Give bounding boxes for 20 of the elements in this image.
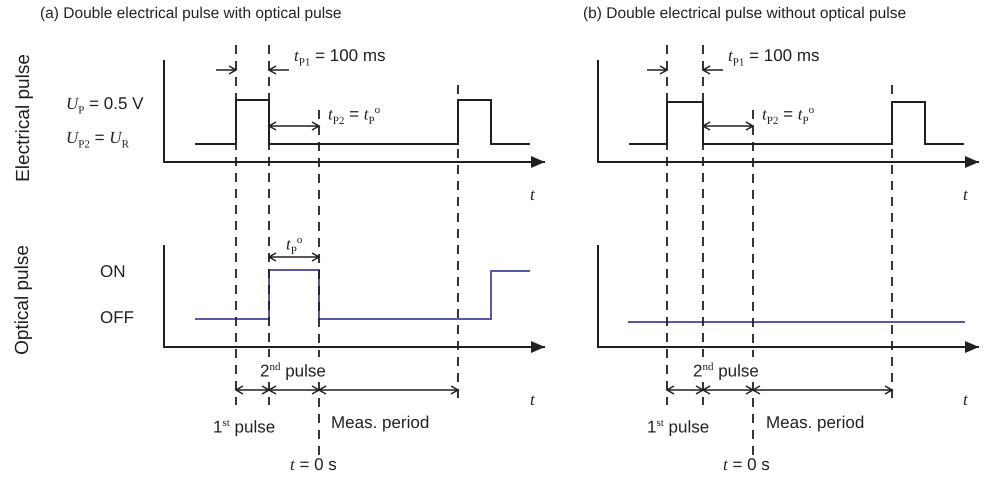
panel-title: (a) Double electrical pulse with optical pulse (40, 4, 342, 24)
phase-label: Meas. period (329, 413, 432, 433)
phase-label: Meas. period (764, 413, 866, 433)
time-label: t = 0 s (290, 455, 337, 475)
phase-label: 2$^{nd}$ pulse (258, 357, 328, 382)
level-label: ON (100, 262, 126, 282)
level-label: U$_{P}$ = 0.5 V (66, 94, 144, 118)
axis-title: Electrical pulse (14, 54, 34, 182)
duration-label: t$_{P1}$ = 100 ms (294, 46, 386, 70)
time-label: t = 0 s (723, 455, 770, 475)
duration-label: t$_{P1}$ = 100 ms (728, 46, 820, 70)
level-label: U$_{P2}$ = U$_{R}$ (66, 128, 129, 152)
panel-title: (b) Double electrical pulse without optical pulse (583, 4, 906, 24)
level-label: OFF (100, 308, 134, 328)
axis-label: t (963, 185, 968, 205)
axis-label: t (530, 390, 535, 410)
phase-label: 2$^{nd}$ pulse (691, 357, 761, 382)
axis-title: Optical pulse (12, 245, 33, 355)
axis-label: t (530, 185, 535, 205)
axis-label: t (963, 390, 968, 410)
